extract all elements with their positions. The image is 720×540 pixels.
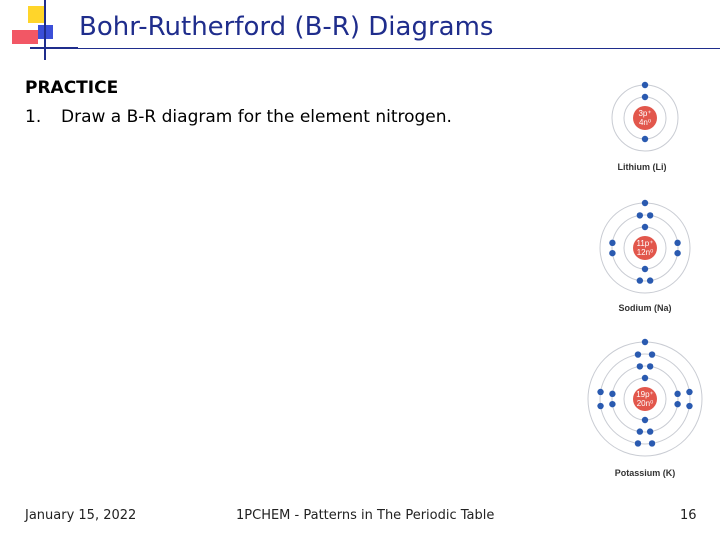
logo-vertical-bar	[44, 0, 46, 60]
electron	[674, 400, 681, 408]
electron	[636, 277, 644, 284]
electron-shell	[611, 365, 679, 433]
electron	[634, 351, 642, 358]
footer-page-number: 16	[680, 508, 697, 523]
electron	[609, 239, 616, 247]
electron	[636, 363, 644, 370]
nucleus-neutrons: 4n⁰	[639, 118, 651, 127]
electron	[636, 212, 644, 219]
electron	[641, 199, 649, 207]
nucleus-neutrons: 20n⁰	[637, 399, 654, 408]
electron	[609, 249, 616, 257]
electron	[674, 249, 681, 257]
atom-diagrams: 3p⁺ 4n⁰ Lithium (Li) 11p⁺ 12n⁰ Sodium (N…	[587, 81, 703, 478]
electron	[597, 402, 604, 410]
electron	[641, 93, 649, 101]
slide-logo	[12, 0, 78, 60]
electron	[641, 135, 649, 143]
electron	[634, 440, 642, 447]
question-item: 1. Draw a B-R diagram for the element nit…	[25, 107, 452, 127]
nucleus-neutrons: 12n⁰	[637, 248, 654, 257]
electron-shell	[611, 214, 679, 282]
slide-title: Bohr-Rutherford (B-R) Diagrams	[79, 12, 494, 42]
footer-course: 1PCHEM - Patterns in The Periodic Table	[236, 508, 495, 523]
electron	[636, 428, 644, 435]
atom-lithium: 3p⁺ 4n⁰ Lithium (Li)	[611, 81, 679, 172]
logo-red-square	[12, 30, 38, 44]
footer-date: January 15, 2022	[25, 508, 137, 523]
atom-caption: Lithium (Li)	[618, 162, 667, 172]
electron	[641, 81, 649, 89]
electron	[641, 223, 649, 231]
nucleus	[633, 387, 657, 411]
nucleus-protons: 11p⁺	[637, 239, 654, 248]
title-divider	[30, 48, 720, 49]
practice-heading: PRACTICE	[25, 78, 119, 98]
electron	[597, 388, 604, 396]
electron	[641, 374, 649, 382]
electron	[646, 277, 654, 284]
electron	[674, 239, 681, 247]
electron	[609, 400, 616, 408]
question-text: Draw a B-R diagram for the element nitro…	[61, 107, 452, 127]
electron	[686, 388, 693, 396]
atom-sodium: 11p⁺ 12n⁰ Sodium (Na)	[599, 199, 691, 313]
electron	[674, 390, 681, 398]
nucleus	[633, 236, 657, 260]
atom-potassium: 19p⁺ 20n⁰ Potassium (K)	[587, 338, 703, 478]
question-number: 1.	[25, 107, 42, 127]
atom-caption: Potassium (K)	[615, 468, 676, 478]
nucleus-protons: 3p⁺	[638, 109, 651, 118]
logo-yellow-square	[28, 6, 45, 23]
electron	[646, 428, 654, 435]
nucleus-protons: 19p⁺	[636, 390, 654, 399]
electron	[648, 440, 656, 447]
nucleus	[633, 106, 657, 130]
electron	[646, 212, 654, 219]
electron	[646, 363, 654, 370]
electron	[641, 265, 649, 273]
electron-shell	[599, 353, 691, 445]
electron	[648, 351, 656, 358]
electron	[686, 402, 693, 410]
electron	[641, 416, 649, 424]
atom-caption: Sodium (Na)	[619, 303, 672, 313]
electron	[609, 390, 616, 398]
electron	[641, 338, 649, 346]
